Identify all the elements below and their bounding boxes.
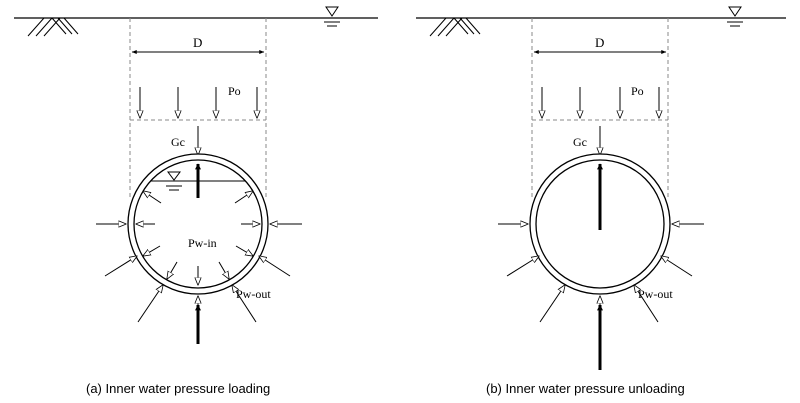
overburden-label: Po: [228, 84, 241, 98]
outer-pressure-label: Pw-out: [638, 287, 673, 301]
gravity-label: Gc: [171, 135, 185, 149]
soil-hatch: [429, 17, 481, 37]
pipe-outer-wall: [127, 153, 269, 295]
water-table-symbol: [727, 6, 743, 27]
soil-hatch: [27, 17, 79, 37]
pipe-inner-wall: [535, 159, 665, 289]
caption-b: (b) Inner water pressure unloading: [486, 381, 685, 396]
inner-pressure-label: Pw-in: [188, 236, 217, 250]
pipe-inner-wall: [133, 159, 263, 289]
inner-pressure-arrows: [136, 191, 260, 285]
inner-water-level-symbol: [166, 171, 182, 191]
panel-a-inner-water-pressure-loading: D Po Gc: [14, 6, 378, 396]
water-table-symbol: [324, 6, 340, 27]
trench-outline: [531, 18, 669, 197]
panel-b-inner-water-pressure-unloading: D Po Gc Pw-out (b) Inner water: [416, 6, 786, 396]
overburden-pressure-arrows: [140, 87, 257, 118]
dimension-label: D: [193, 35, 202, 50]
outer-pressure-label: Pw-out: [236, 287, 271, 301]
outer-pressure-arrows: [96, 224, 302, 325]
overburden-pressure-arrows: [542, 87, 659, 118]
trench-outline: [129, 18, 267, 197]
caption-a: (a) Inner water pressure loading: [86, 381, 270, 396]
gravity-label: Gc: [573, 135, 587, 149]
dimension-label: D: [595, 35, 604, 50]
overburden-label: Po: [631, 84, 644, 98]
